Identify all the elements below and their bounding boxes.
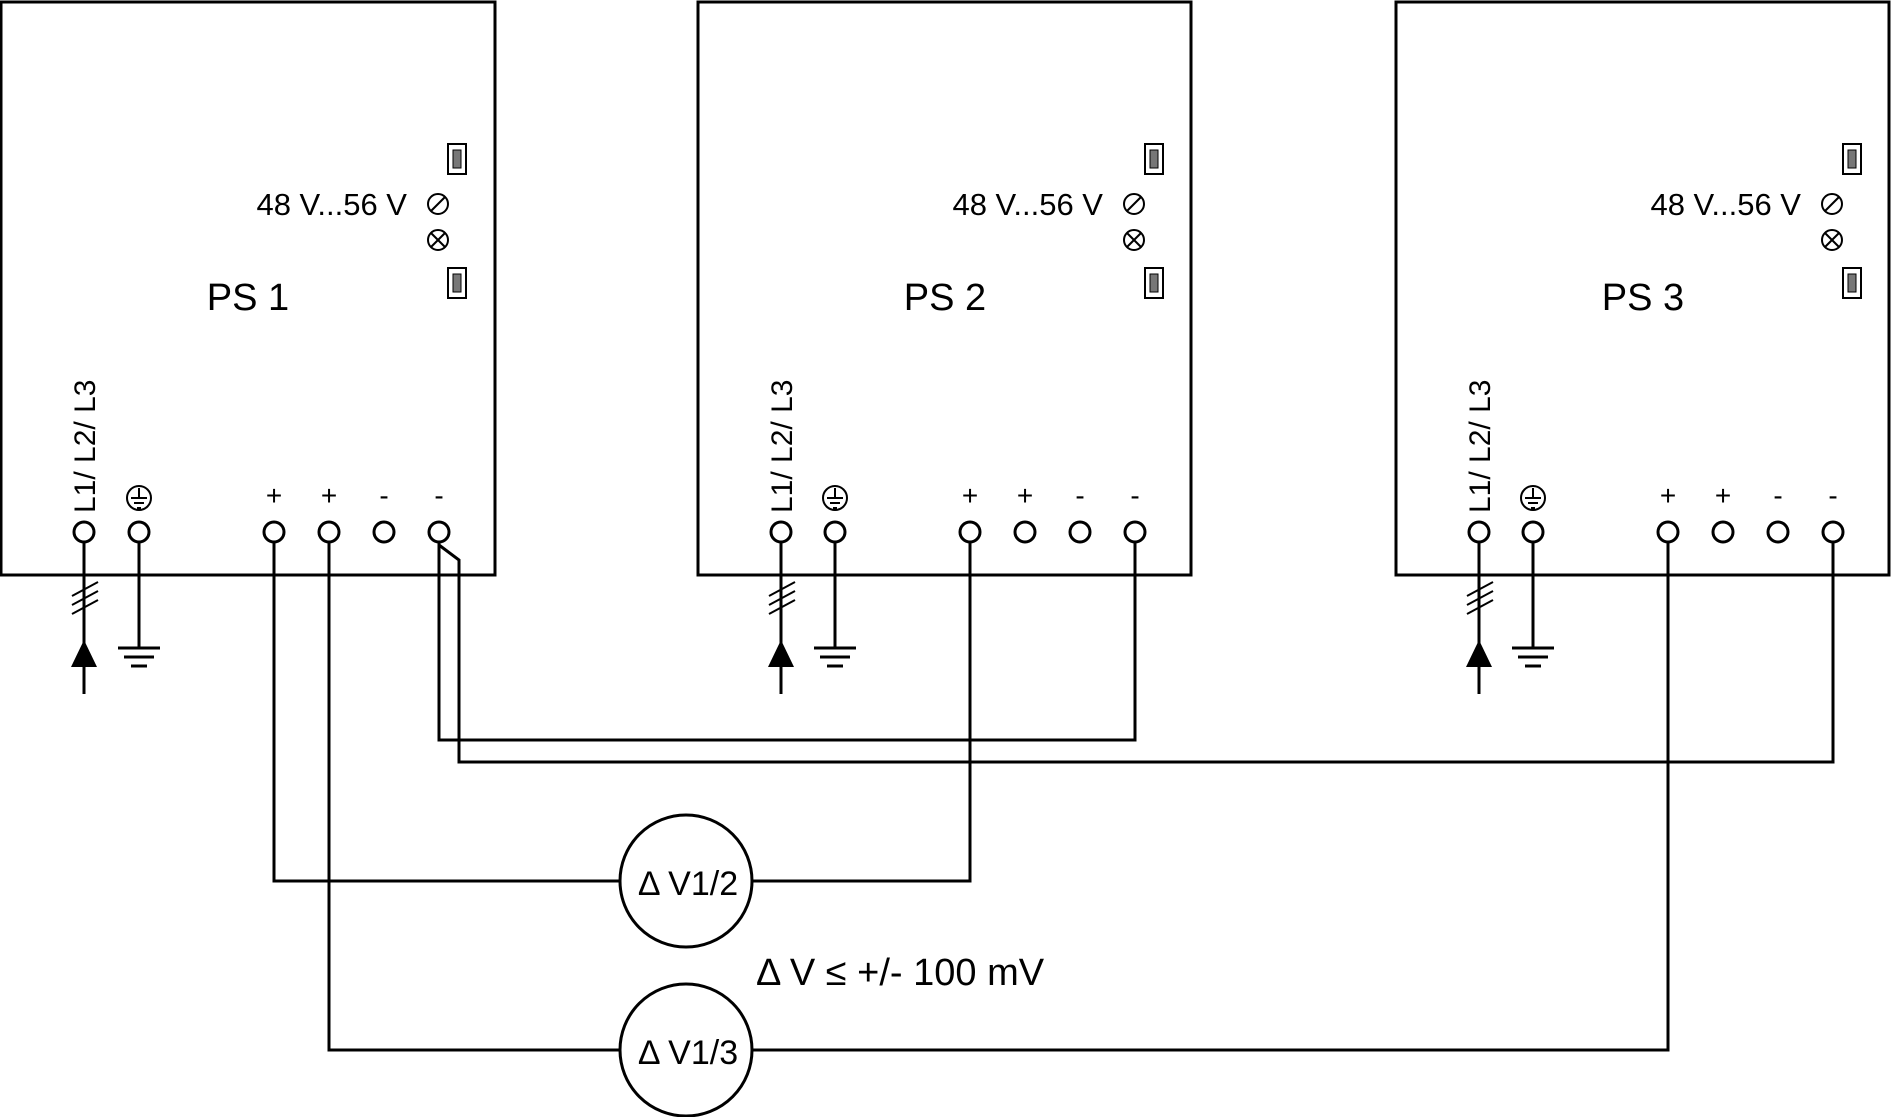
ps3-terminal-label-3: -: [1773, 480, 1782, 511]
wire-meter-v13-right: [752, 542, 1670, 1052]
ps2-ground-icon: [814, 646, 856, 668]
ps1-three-phase-icon: [71, 581, 99, 615]
ps3-indicator-led-bottom-icon: [1842, 267, 1862, 299]
ps1-input-label: L1/ L2/ L3: [69, 380, 102, 513]
ps1-terminal-label-3: -: [379, 480, 388, 511]
wire-meter-v13-left: [327, 542, 620, 1052]
ps2-terminal-plus-2[interactable]: [1013, 520, 1037, 544]
tolerance-note: Δ V ≤ +/- 100 mV: [756, 952, 1045, 994]
ps3-terminal-label-2: +: [1715, 480, 1731, 511]
ps3-terminal-minus-1[interactable]: [1766, 520, 1790, 544]
ps1-terminal-minus-1[interactable]: [372, 520, 396, 544]
ps1-terminal-label-4: -: [434, 480, 443, 511]
ps2-terminal-l[interactable]: [769, 520, 793, 544]
ps2-voltage-label: 48 V...56 V: [952, 187, 1103, 222]
ps2-voltage-potentiometer-icon[interactable]: [1123, 193, 1145, 215]
ps3-terminal-label-1: +: [1660, 480, 1676, 511]
ps1-voltage-potentiometer-icon[interactable]: [427, 193, 449, 215]
ps1-housing: [0, 0, 497, 577]
wire-meter-v12-left: [272, 542, 620, 883]
ps2-input-label: L1/ L2/ L3: [766, 380, 799, 513]
ps1-output-fuse-icon: [427, 229, 449, 251]
wire-minus-ps1-ps3: [438, 542, 1835, 764]
ps1-indicator-led-top-icon: [447, 143, 467, 175]
ps3-terminal-minus-2[interactable]: [1821, 520, 1845, 544]
ps2-input-arrow-icon: [768, 640, 794, 667]
ps2-terminal-pe[interactable]: [823, 520, 847, 544]
ps2-terminal-minus-1[interactable]: [1068, 520, 1092, 544]
ps3-indicator-led-top-icon: [1842, 143, 1862, 175]
ps2-terminal-minus-2[interactable]: [1123, 520, 1147, 544]
ps1-voltage-label: 48 V...56 V: [256, 187, 407, 222]
wire-meter-v12-right: [752, 542, 972, 883]
ps1-input-arrow-icon: [71, 640, 97, 667]
ps1-terminal-plus-1[interactable]: [262, 520, 286, 544]
ps2-indicator-led-top-icon: [1144, 143, 1164, 175]
ps3-output-fuse-icon: [1821, 229, 1843, 251]
ps2-terminal-label-4: -: [1130, 480, 1139, 511]
voltmeter-v12-label: Δ V1/2: [638, 865, 738, 903]
ps3-terminal-label-4: -: [1828, 480, 1837, 511]
ps1-terminal-pe[interactable]: [127, 520, 151, 544]
ps3-terminal-plus-1[interactable]: [1656, 520, 1680, 544]
ps2-terminal-label-1: +: [962, 480, 978, 511]
ac-input-feeds: [71, 542, 1554, 694]
power-supply-ps2: PS 2 48 V...56 V L1/ L2/ L3 + +: [696, 0, 1193, 577]
terminals: [72, 520, 1845, 544]
wire-minus-ps1-ps2: [437, 542, 1137, 742]
ps2-terminal-label-3: -: [1075, 480, 1084, 511]
voltmeter-v12: Δ V1/2: [618, 813, 754, 949]
ps3-voltage-label: 48 V...56 V: [1650, 187, 1801, 222]
power-supply-ps3: PS 3 48 V...56 V L1/ L2/ L3 + +: [1394, 0, 1891, 577]
ps3-label: PS 3: [1602, 277, 1684, 319]
voltmeter-v13-circle: [618, 982, 754, 1117]
ps1-indicator-led-bottom-icon: [447, 267, 467, 299]
ps3-three-phase-icon: [1466, 581, 1494, 615]
ps3-protective-earth-icon: [1520, 485, 1546, 511]
ps1-terminal-plus-2[interactable]: [317, 520, 341, 544]
ps2-label: PS 2: [904, 277, 986, 319]
ps2-housing: [696, 0, 1193, 577]
ps3-housing: [1394, 0, 1891, 577]
output-wiring: [272, 542, 1835, 1052]
power-supply-ps1: PS 1 48 V...56 V L1/ L2/ L3 + +: [0, 0, 497, 577]
ps3-input-arrow-icon: [1466, 640, 1492, 667]
voltmeter-v13-label: Δ V1/3: [638, 1034, 738, 1072]
ps1-terminal-l[interactable]: [72, 520, 96, 544]
ps3-voltage-potentiometer-icon[interactable]: [1821, 193, 1843, 215]
ps1-terminal-label-1: +: [266, 480, 282, 511]
ps2-three-phase-icon: [768, 581, 796, 615]
ps3-ground-icon: [1512, 646, 1554, 668]
ps1-protective-earth-icon: [126, 485, 152, 511]
ps3-terminal-plus-2[interactable]: [1711, 520, 1735, 544]
ps2-output-fuse-icon: [1123, 229, 1145, 251]
ps1-terminal-label-2: +: [321, 480, 337, 511]
ps1-ground-icon: [118, 646, 160, 668]
ps2-protective-earth-icon: [822, 485, 848, 511]
voltmeter-v12-circle: [618, 813, 754, 949]
ps2-terminal-plus-1[interactable]: [958, 520, 982, 544]
ps2-terminal-label-2: +: [1017, 480, 1033, 511]
ps3-terminal-l[interactable]: [1467, 520, 1491, 544]
ps3-input-label: L1/ L2/ L3: [1464, 380, 1497, 513]
ps3-terminal-pe[interactable]: [1521, 520, 1545, 544]
ps1-terminal-minus-2[interactable]: [427, 520, 451, 544]
ps2-indicator-led-bottom-icon: [1144, 267, 1164, 299]
ps1-label: PS 1: [207, 277, 289, 319]
voltmeter-v13: Δ V1/3: [618, 982, 754, 1117]
